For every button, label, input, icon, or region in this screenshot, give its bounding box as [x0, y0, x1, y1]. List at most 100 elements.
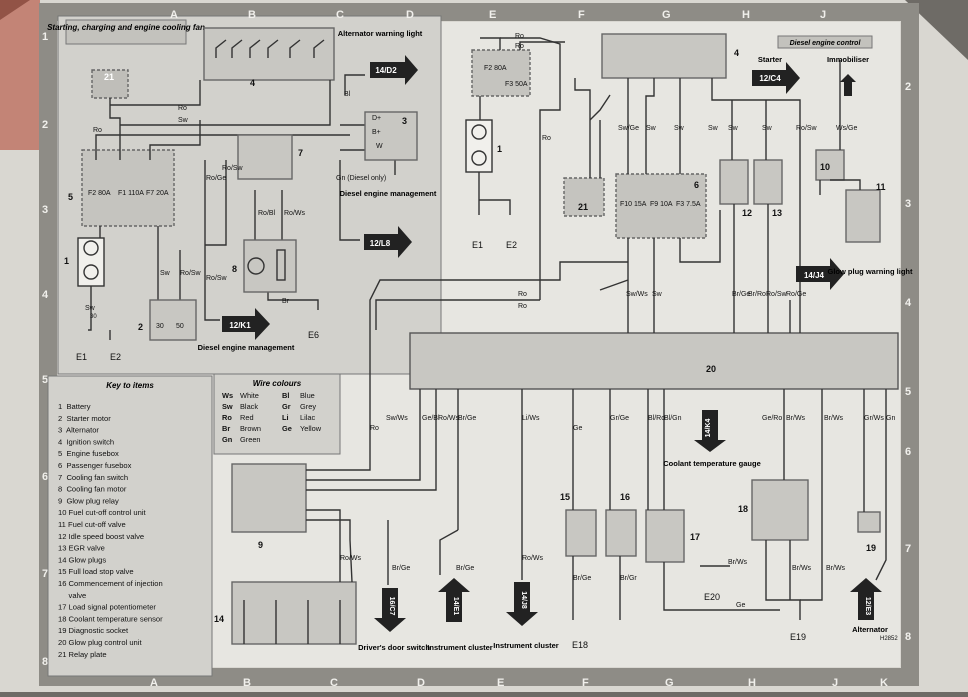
ground-e2-left: E2 — [110, 352, 121, 362]
starter-terminal-30b: 30 — [156, 323, 164, 330]
key-item: 13 EGR valve — [58, 544, 105, 553]
row-label-r6: 6 — [905, 446, 911, 458]
arrow-16-c7 — [374, 588, 406, 632]
arrow-14-d2-code: 14/D2 — [375, 66, 397, 75]
arrow-12-l8 — [364, 226, 412, 258]
wire-bottom-gebl: Ge/Bl — [422, 415, 440, 422]
wire-right-sw-1: Sw — [646, 125, 657, 132]
key-item: 4 Ignition switch — [58, 437, 114, 446]
wire-bottom-gn: Gn — [886, 415, 895, 422]
full-load-stop-valve-15 — [565, 509, 597, 557]
wire-bottom-brws-2: Br/Ws — [824, 415, 844, 422]
arrow-12-l8-label: Diesel engine management — [340, 189, 437, 198]
ignition-switch-4 — [203, 27, 335, 81]
arrow-14-k4 — [694, 410, 726, 452]
label-9: 9 — [258, 540, 263, 550]
arrow-14-e1-label: Instrument cluster — [427, 643, 493, 652]
page-edge — [0, 0, 40, 150]
arrow-14-d2 — [370, 55, 418, 85]
wire-bottom-brws-3: Br/Ws — [728, 559, 748, 566]
left-arrows: 14/D2 Alternator warning light 12/L8 Die… — [198, 29, 437, 352]
key-box — [47, 375, 213, 677]
left-title: Starting, charging and engine cooling fa… — [47, 23, 205, 32]
col-label-top-e: E — [489, 9, 496, 21]
wire-right-swge: Sw/Ge — [618, 125, 639, 132]
wire-bottom-blgn: Bl/Gn — [664, 415, 682, 422]
right-title: Diesel engine control — [790, 40, 862, 47]
wire-rows: Ro/Ws — [284, 210, 306, 217]
col-label-top-a: A — [170, 9, 178, 21]
label-1-right: 1 — [497, 144, 502, 154]
wire-bottom-liws: Li/Ws — [522, 415, 540, 422]
wire-colour-code: Br — [222, 424, 230, 433]
wire-colour-code: Gn — [222, 435, 233, 444]
wire-bottom-ro: Ro — [370, 425, 379, 432]
grid-labels: 1 2 3 4 5 6 7 8 2 3 4 5 6 7 8 A B C D E … — [42, 9, 912, 689]
wire-right-sw-4: Sw — [728, 125, 739, 132]
row-label-2: 2 — [42, 119, 48, 131]
ground-e1-right: E1 — [472, 240, 483, 250]
key-item: 16 Commencement of injection — [58, 579, 163, 588]
key-item: 21 Relay plate — [58, 650, 107, 659]
arrow-14-j8-label: Instrument cluster — [493, 641, 559, 650]
label-5: 5 — [68, 192, 73, 202]
wire-bottom-rows: Ro/Ws — [438, 415, 460, 422]
wire-colours-box — [213, 373, 341, 455]
col-label-a: A — [150, 677, 158, 689]
key-item: 5 Engine fusebox — [58, 449, 119, 458]
label-8: 8 — [232, 264, 237, 274]
wire-rosw-2: Ro/Sw — [180, 270, 202, 277]
col-label-c: C — [330, 677, 338, 689]
arrow-14-j4-code: 14/J4 — [804, 271, 825, 280]
label-17: 17 — [690, 532, 700, 542]
wire-br: Br — [282, 298, 290, 305]
key-item: 3 Alternator — [58, 426, 99, 435]
wire-colour-name: Green — [240, 435, 261, 444]
wire-colour-name: Black — [240, 402, 258, 411]
starter-terminal-50: 50 — [176, 323, 184, 330]
wire-robl: Ro/Bl — [258, 210, 276, 217]
glow-plug-relay-9 — [231, 463, 307, 533]
wire-right-ro-3: Ro — [542, 135, 551, 142]
wire-right-sw-5: Sw — [762, 125, 773, 132]
fuse-left-3: F7 20A — [146, 190, 169, 197]
row-label-5: 5 — [42, 374, 48, 386]
wire-bottom-brgr: Br/Gr — [620, 575, 637, 582]
row-label-4: 4 — [42, 289, 49, 301]
key-item: 7 Cooling fan switch — [58, 473, 128, 482]
wire-right-ro-4: Ro — [518, 291, 527, 298]
label-21-left: 21 — [104, 72, 114, 82]
label-1-left: 1 — [64, 256, 69, 266]
load-potentiometer-17 — [645, 509, 685, 563]
wire-right-sw-3: Sw — [708, 125, 719, 132]
wire-right-sw-6: Sw — [652, 291, 663, 298]
col-label-top-j: J — [820, 9, 826, 21]
alternator-3 — [364, 111, 418, 161]
wire-colour-code: Li — [282, 413, 289, 422]
wire-rosw-3: Ro/Sw — [206, 275, 228, 282]
fuse-passenger-2: F9 10A — [650, 201, 673, 208]
key-title: Key to items — [106, 381, 154, 390]
key-item: 14 Glow plugs — [58, 555, 106, 564]
egr-valve-13 — [753, 159, 783, 205]
row-label-r3: 3 — [905, 198, 911, 210]
key-item: 10 Fuel cut-off control unit — [58, 508, 147, 517]
arrow-12-c4-label: Starter — [758, 55, 782, 64]
arrow-12-k1-label: Diesel engine management — [198, 343, 295, 352]
wire-colour-name: Brown — [240, 424, 261, 433]
wire-sw-2: Sw — [160, 270, 171, 277]
wire-right-brge: Br/Ge — [732, 291, 750, 298]
col-label-top-h: H — [742, 9, 750, 21]
row-label-r7: 7 — [905, 543, 911, 555]
key-item: valve — [58, 591, 86, 600]
ground-e1-left: E1 — [76, 352, 87, 362]
injection-valve-16 — [605, 509, 637, 557]
left-wiring — [77, 27, 418, 341]
wire-bottom-brge-3: Br/Ge — [392, 565, 410, 572]
fuse-left-1: F2 80A — [88, 190, 111, 197]
wire-colour-code: Sw — [222, 402, 233, 411]
row-label-6: 6 — [42, 471, 48, 483]
alt-terminal-d: D+ — [372, 115, 381, 122]
label-13: 13 — [772, 208, 782, 218]
left-labels: 21 4 5 1 2 8 7 3 F2 80A F1 110A F7 20A R… — [64, 72, 407, 362]
